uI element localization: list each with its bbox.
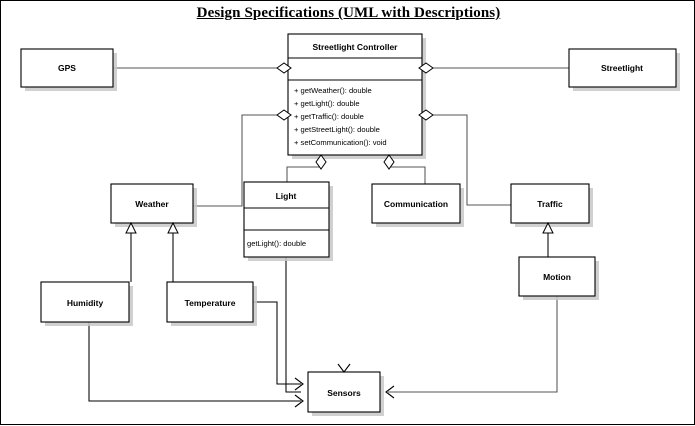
edge-motion-sensors xyxy=(388,296,558,393)
class-box-streetlight[interactable]: Streetlight xyxy=(568,48,680,91)
generalization-triangle-humidity xyxy=(125,221,137,234)
generalization-triangle-temperature xyxy=(167,221,179,234)
method-get-light: + getLight(): double xyxy=(294,99,360,108)
class-name-light: Light xyxy=(276,191,297,201)
aggregation-diamond-streetlight xyxy=(418,62,434,74)
edge-light-controller xyxy=(286,166,321,182)
method-get-streetlight: + getStreetLight(): double xyxy=(294,125,380,134)
generalization-triangle-motion xyxy=(542,221,554,234)
edge-light-sensors xyxy=(285,257,301,393)
method-light-get-light: getLight(): double xyxy=(247,239,306,248)
edge-weather-controller xyxy=(193,114,277,207)
aggregation-diamond-weather xyxy=(276,109,292,121)
aggregation-diamond-gps xyxy=(276,62,292,74)
class-box-light[interactable]: Light getLight(): double xyxy=(243,181,333,261)
aggregation-diamond-traffic xyxy=(418,109,434,121)
arrowhead-light-sensors xyxy=(337,363,351,373)
class-box-streetlight-controller[interactable]: Streetlight Controller + getWeather(): d… xyxy=(287,33,426,159)
class-box-traffic[interactable]: Traffic xyxy=(510,183,593,227)
method-get-traffic: + getTraffic(): double xyxy=(294,112,364,121)
class-name-traffic: Traffic xyxy=(537,199,563,209)
aggregation-diamond-communication xyxy=(383,154,395,170)
class-box-humidity[interactable]: Humidity xyxy=(40,281,133,326)
edge-communication-controller xyxy=(389,166,426,184)
class-name-streetlight-controller: Streetlight Controller xyxy=(312,42,398,52)
arrowhead-humidity-sensors xyxy=(294,394,304,408)
class-name-temperature: Temperature xyxy=(185,298,236,308)
page-title: Design Specifications (UML with Descript… xyxy=(196,5,501,21)
method-get-weather: + getWeather(): double xyxy=(294,86,372,95)
aggregation-diamond-light xyxy=(315,154,327,170)
arrowhead-temperature-sensors xyxy=(294,377,304,391)
arrowhead-motion-sensors xyxy=(385,385,395,399)
class-box-temperature[interactable]: Temperature xyxy=(166,281,257,326)
class-name-streetlight: Streetlight xyxy=(601,63,643,73)
class-box-sensors[interactable]: Sensors xyxy=(307,371,384,416)
edge-temperature-sensors xyxy=(253,301,301,385)
class-name-weather: Weather xyxy=(135,199,169,209)
class-name-communication: Communication xyxy=(384,199,448,209)
class-name-humidity: Humidity xyxy=(67,298,104,308)
class-name-sensors: Sensors xyxy=(327,388,361,398)
class-box-gps[interactable]: GPS xyxy=(20,48,117,91)
class-box-weather[interactable]: Weather xyxy=(110,183,197,227)
class-box-communication[interactable]: Communication xyxy=(371,183,464,227)
method-set-communication: + setCommunication(): void xyxy=(294,138,387,147)
class-name-motion: Motion xyxy=(543,272,571,282)
class-name-gps: GPS xyxy=(58,63,76,73)
edge-humidity-sensors xyxy=(88,322,301,402)
class-box-motion[interactable]: Motion xyxy=(518,256,599,300)
